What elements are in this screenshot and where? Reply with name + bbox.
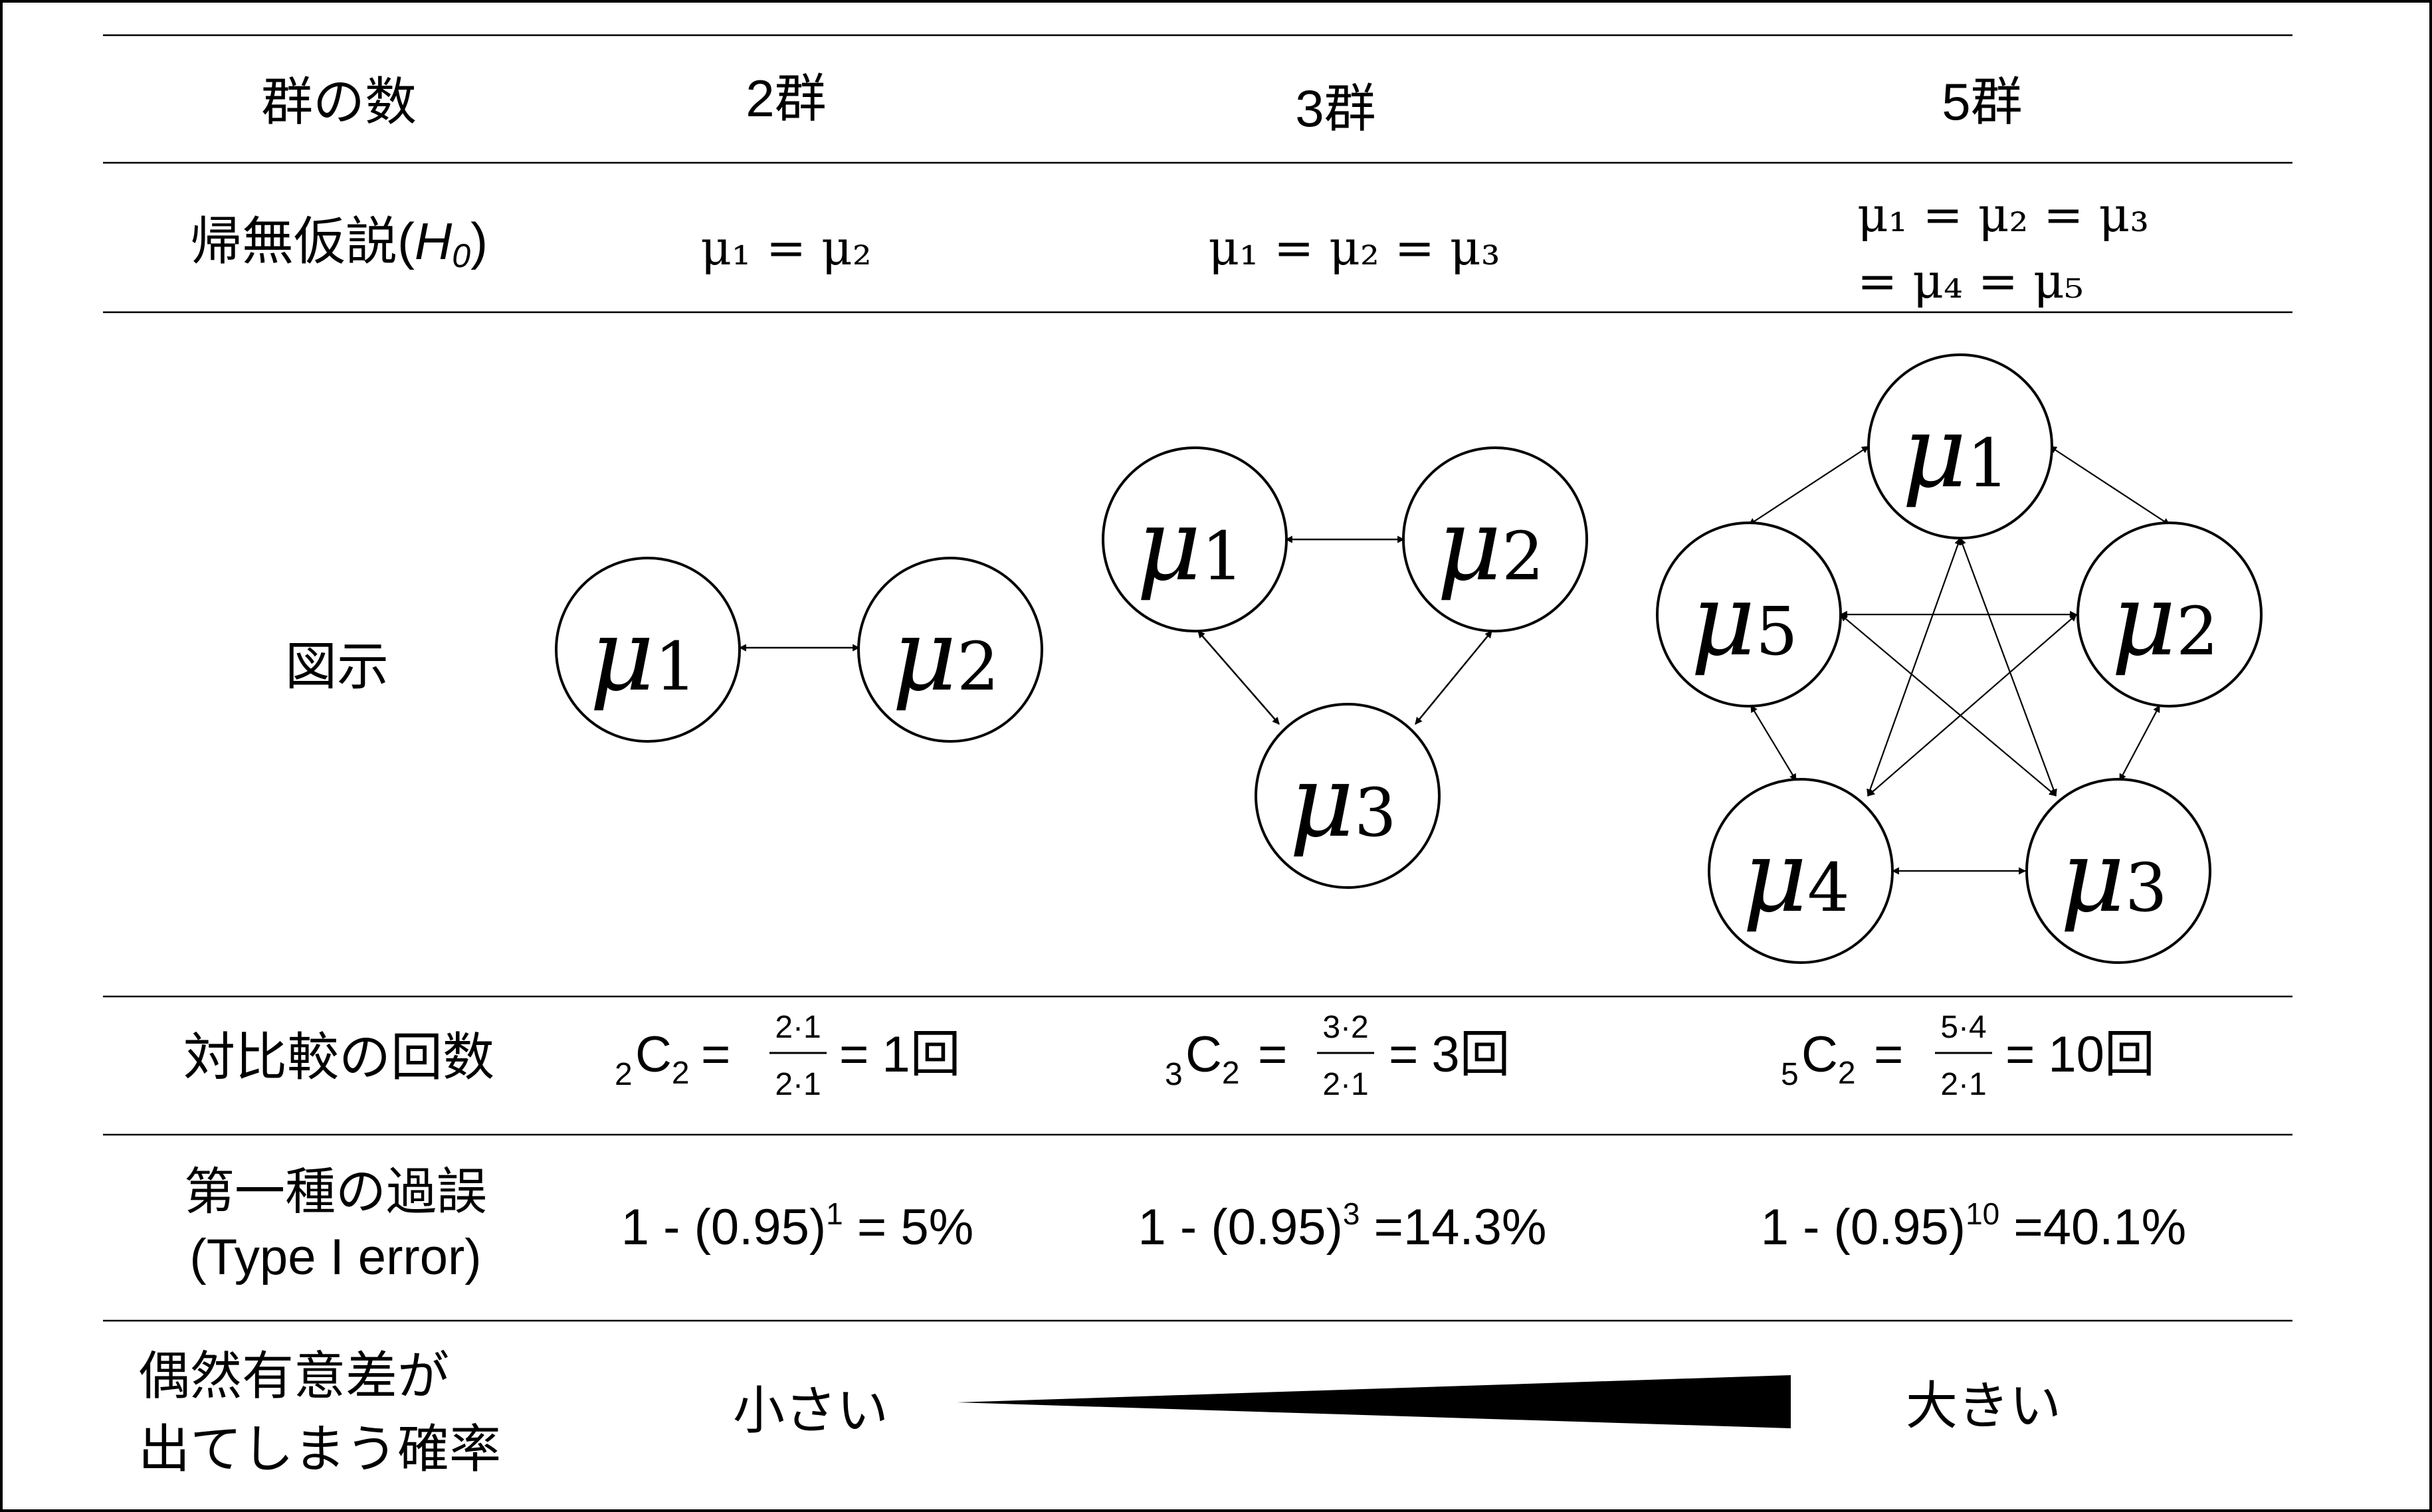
node-mu1-label: μ1 [1902, 395, 2009, 510]
node-mu2 [2077, 521, 2263, 708]
probability-high-label: 大きい [1906, 1376, 2061, 1435]
row-label-chance-line2: 出てしまう確率 [138, 1420, 501, 1478]
pair-arrow-1-2 [2049, 446, 2170, 525]
diagram-three-groups: μ1 μ2 μ3 [1102, 446, 1588, 889]
node-mu2-label: μ2 [2111, 563, 2218, 678]
probability-low-label: 小さい [733, 1381, 888, 1440]
pair-arrow-1-3 [1197, 630, 1280, 725]
comb-equals: = [1874, 1026, 1903, 1083]
pair-arrow-2-4 [1867, 614, 2077, 797]
node-mu2 [1402, 446, 1588, 632]
comb-n: 5 [1781, 1057, 1799, 1092]
hypothesis-3: μ₁ = μ₂ = μ₃ [1208, 220, 1500, 276]
diagram-five-groups: μ1 μ2 μ3 μ4 μ5 [1656, 353, 2263, 964]
comb-c: C2 [1801, 1026, 1856, 1091]
row-label-chance-line1: 偶然有意差が [138, 1347, 449, 1405]
node-mu4-label: μ4 [1742, 819, 1849, 935]
node-mu2-label: μ2 [892, 598, 999, 713]
node-mu3-label: μ3 [1289, 744, 1396, 860]
comb-denominator: 2·1 [1322, 1067, 1368, 1102]
diagram-two-groups: μ1 μ2 [555, 557, 1043, 743]
pair-arrow-1-5 [1748, 446, 1869, 525]
node-mu5 [1656, 521, 1842, 708]
node-mu2 [857, 557, 1043, 743]
comb-result: =1回 [839, 1026, 961, 1083]
node-mu3 [2025, 778, 2211, 964]
comb-numerator: 2·1 [775, 1010, 821, 1045]
node-mu1 [1102, 446, 1288, 632]
type1-error-3: 1 - (0.95)3 =14.3% [1138, 1196, 1547, 1256]
node-mu1-label: μ1 [589, 598, 696, 713]
node-mu2-label: μ2 [1437, 488, 1544, 603]
node-mu5-label: μ5 [1690, 563, 1797, 678]
increasing-wedge [957, 1375, 1791, 1428]
comb-c: C2 [635, 1026, 690, 1091]
comb-result: =3回 [1389, 1026, 1510, 1083]
pair-arrow-2-3 [2119, 705, 2160, 781]
node-mu1 [1867, 353, 2053, 539]
node-mu4 [1708, 778, 1894, 964]
comb-denominator: 2·1 [775, 1067, 821, 1102]
comb-n: 3 [1165, 1057, 1183, 1092]
comb-denominator: 2·1 [1940, 1067, 1986, 1102]
pair-arrow-1-4 [1867, 537, 1962, 797]
type1-error-5: 1 - (0.95)10 =40.1% [1761, 1196, 2187, 1256]
groups-3: 3群 [1295, 79, 1375, 138]
row-label-diagram: 図示 [285, 637, 389, 696]
pair-arrow-5-4 [1750, 705, 1797, 781]
row-label-null-hypothesis: 帰無仮説(H0) [190, 212, 488, 274]
row-label-comparisons: 対比較の回数 [183, 1028, 494, 1086]
groups-5: 5群 [1942, 72, 2022, 131]
comparisons-2: 2 C2 = 2·1 2·1 =1回 [615, 1010, 961, 1102]
node-mu3-label: μ3 [2060, 819, 2167, 935]
comb-numerator: 5·4 [1940, 1010, 1986, 1045]
pair-arrow-2-3 [1415, 630, 1492, 725]
hypothesis-5-line2: = μ₄ = μ₅ [1857, 253, 2084, 309]
node-mu3 [1255, 703, 1441, 889]
node-mu1-label: μ1 [1136, 488, 1243, 603]
comb-result: =10回 [2005, 1026, 2155, 1083]
comparisons-3: 3 C2 = 3·2 2·1 =3回 [1165, 1010, 1510, 1102]
pair-arrow-5-3 [1840, 614, 2057, 797]
comb-n: 2 [615, 1057, 633, 1092]
groups-2: 2群 [746, 69, 826, 128]
comparisons-5: 5 C2 = 5·4 2·1 =10回 [1781, 1010, 2155, 1102]
row-label-type1-line1: 第一種の過誤 [184, 1164, 487, 1220]
row-label-groups: 群の数 [261, 72, 417, 131]
comb-c: C2 [1185, 1026, 1240, 1091]
type1-error-2: 1 - (0.95)1 = 5% [621, 1196, 973, 1256]
hypothesis-2: μ₁ = μ₂ [700, 220, 871, 276]
node-mu1 [555, 557, 741, 743]
table-rules [103, 34, 2292, 1322]
comb-equals: = [701, 1026, 730, 1083]
pair-arrow-1-3 [1959, 537, 2057, 797]
hypothesis-5-line1: μ₁ = μ₂ = μ₃ [1857, 187, 2149, 242]
comb-equals: = [1258, 1026, 1287, 1083]
row-label-type1-line2: (Type I error) [189, 1229, 481, 1285]
comb-numerator: 3·2 [1322, 1010, 1368, 1045]
